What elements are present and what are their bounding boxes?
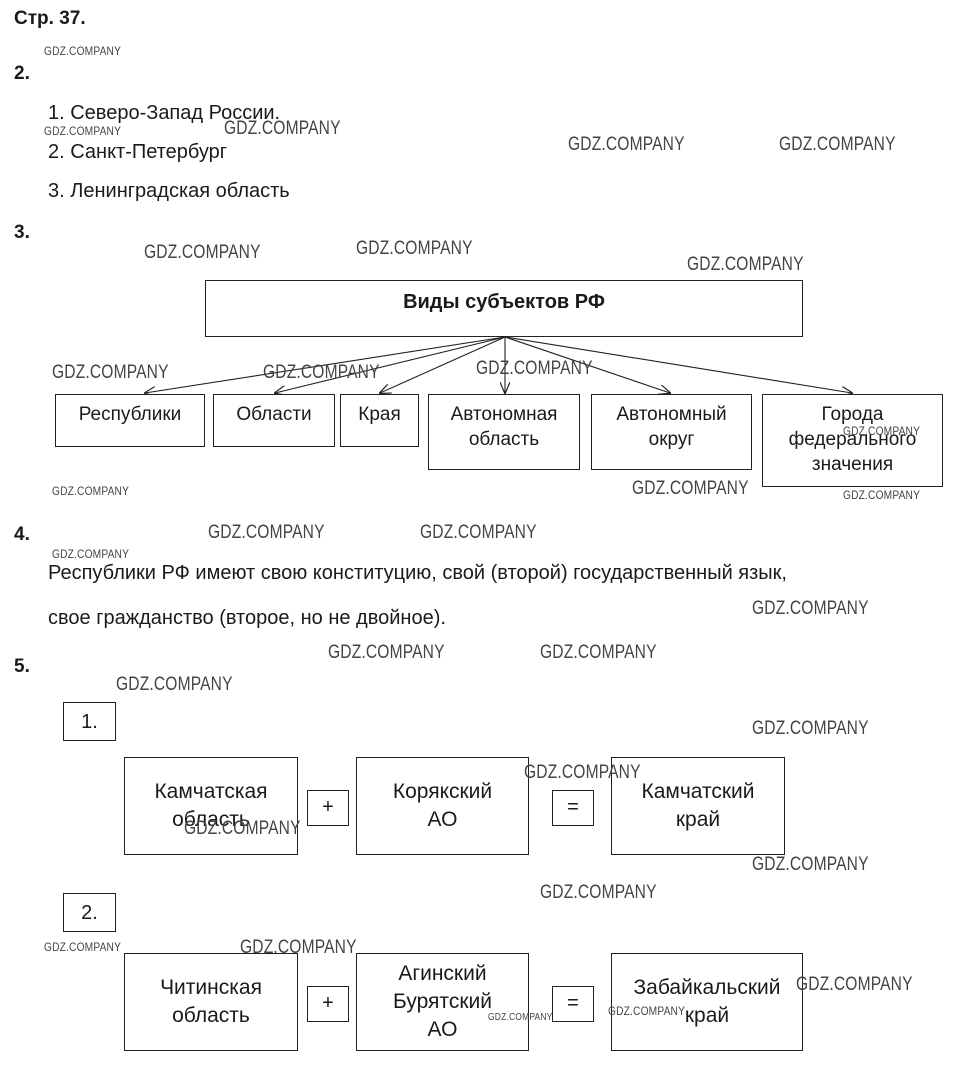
merger-2-index: 2. — [63, 893, 116, 932]
page-title: Стр. 37. — [14, 8, 86, 29]
watermark: GDZ.COMPANY — [540, 642, 657, 663]
subject-type-label: Автономный округ — [616, 404, 727, 450]
subject-type-federal-cities: Города федерального значения — [762, 394, 943, 487]
equals-sign: = — [567, 796, 579, 818]
watermark: GDZ.COMPANY — [796, 974, 913, 995]
watermark: GDZ.COMPANY — [540, 882, 657, 903]
watermark: GDZ.COMPANY — [476, 358, 593, 379]
region-label: Читинская область — [160, 976, 262, 1027]
region-label: Корякский АО — [392, 780, 493, 831]
merger-2-region-b: Агинский Бурятский АО — [356, 953, 529, 1051]
watermark: GDZ.COMPANY — [184, 818, 301, 839]
task-2-item-1: 1. Северо-Запад России. — [48, 102, 281, 124]
equals-sign: = — [567, 992, 579, 1014]
task-4-number: 4. — [14, 524, 30, 545]
subject-type-autonomous-okrug: Автономный округ — [591, 394, 752, 470]
watermark: GDZ.COMPANY — [116, 674, 233, 695]
watermark: GDZ.COMPANY — [488, 1012, 553, 1023]
task-4-line-1: Республики РФ имеют свою конституцию, св… — [48, 562, 787, 584]
region-label: Агинский Бурятский АО — [393, 962, 492, 1041]
watermark: GDZ.COMPANY — [328, 642, 445, 663]
watermark: GDZ.COMPANY — [632, 478, 749, 499]
watermark: GDZ.COMPANY — [44, 124, 122, 138]
merger-2-plus: + — [307, 986, 349, 1022]
watermark: GDZ.COMPANY — [144, 242, 261, 263]
watermark: GDZ.COMPANY — [687, 254, 804, 275]
subject-type-label: Республики — [78, 404, 182, 425]
merger-1-result: Камчатский край — [611, 757, 785, 855]
watermark: GDZ.COMPANY — [779, 134, 896, 155]
merger-1-equals: = — [552, 790, 594, 826]
watermark: GDZ.COMPANY — [52, 547, 130, 561]
watermark: GDZ.COMPANY — [208, 522, 325, 543]
merger-2-region-a: Читинская область — [124, 953, 298, 1051]
task-3-number: 3. — [14, 222, 30, 243]
subject-type-krais: Края — [340, 394, 419, 447]
merger-index-label: 2. — [81, 902, 98, 924]
task-2-number: 2. — [14, 63, 30, 84]
merger-1-region-a: Камчатская область — [124, 757, 298, 855]
watermark: GDZ.COMPANY — [44, 44, 122, 58]
watermark: GDZ.COMPANY — [608, 1004, 686, 1018]
diagram-root-label: Виды субъектов РФ — [403, 291, 605, 313]
plus-sign: + — [322, 992, 334, 1014]
watermark: GDZ.COMPANY — [752, 854, 869, 875]
merger-index-label: 1. — [81, 711, 98, 733]
merger-1-region-b: Корякский АО — [356, 757, 529, 855]
merger-2-equals: = — [552, 986, 594, 1022]
subject-type-label: Автономная область — [450, 404, 558, 450]
merger-2-result: Забайкальский край — [611, 953, 803, 1051]
plus-sign: + — [322, 796, 334, 818]
task-2-item-2: 2. Санкт-Петербург — [48, 141, 228, 163]
region-label: Забайкальский край — [633, 976, 781, 1027]
task-4-line-2: свое гражданство (второе, но не двойное)… — [48, 607, 446, 629]
watermark: GDZ.COMPANY — [843, 424, 921, 438]
watermark: GDZ.COMPANY — [752, 718, 869, 739]
subject-type-oblasts: Области — [213, 394, 335, 447]
subject-type-autonomous-oblast: Автономная область — [428, 394, 580, 470]
region-label: Камчатский край — [641, 780, 755, 831]
watermark: GDZ.COMPANY — [52, 362, 169, 383]
watermark: GDZ.COMPANY — [263, 362, 380, 383]
watermark: GDZ.COMPANY — [843, 488, 921, 502]
watermark: GDZ.COMPANY — [420, 522, 537, 543]
region-label: Камчатская область — [154, 780, 268, 831]
watermark: GDZ.COMPANY — [44, 940, 122, 954]
merger-1-index: 1. — [63, 702, 116, 741]
subject-type-republics: Республики — [55, 394, 205, 447]
diagram-root-box: Виды субъектов РФ — [205, 280, 803, 337]
subject-type-label: Города федерального значения — [788, 404, 917, 475]
task-2-item-3: 3. Ленинградская область — [48, 180, 290, 202]
watermark: GDZ.COMPANY — [752, 598, 869, 619]
task-5-number: 5. — [14, 656, 30, 677]
watermark: GDZ.COMPANY — [568, 134, 685, 155]
subject-type-label: Области — [236, 404, 312, 425]
watermark: GDZ.COMPANY — [240, 937, 357, 958]
watermark: GDZ.COMPANY — [52, 484, 130, 498]
merger-1-plus: + — [307, 790, 349, 826]
watermark: GDZ.COMPANY — [524, 762, 641, 783]
watermark: GDZ.COMPANY — [224, 118, 341, 139]
watermark: GDZ.COMPANY — [356, 238, 473, 259]
subject-type-label: Края — [358, 404, 401, 425]
